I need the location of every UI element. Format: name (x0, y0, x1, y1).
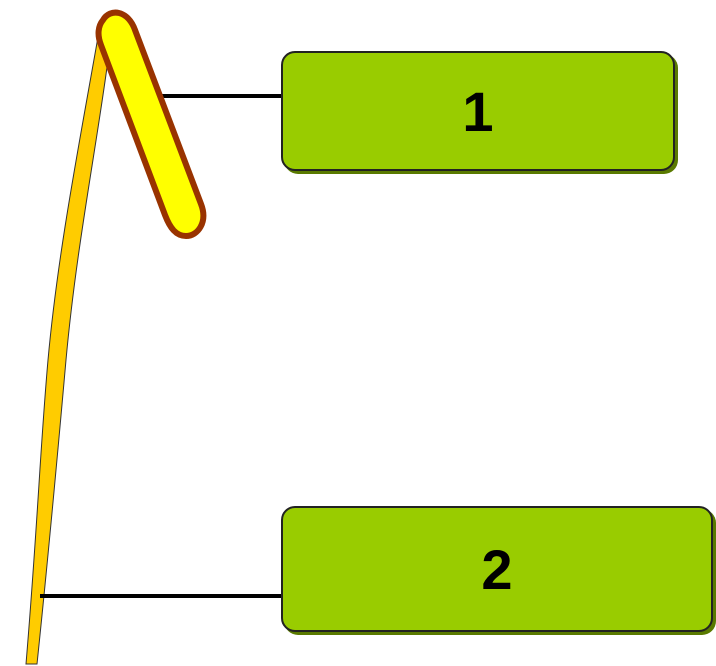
filament-shape (25, 19, 109, 665)
anther-shape (95, 9, 207, 239)
label-1-text: 1 (462, 79, 494, 143)
label-2-text: 2 (481, 537, 513, 601)
label-box-1: 1 (281, 51, 675, 171)
label-box-2: 2 (281, 506, 713, 632)
